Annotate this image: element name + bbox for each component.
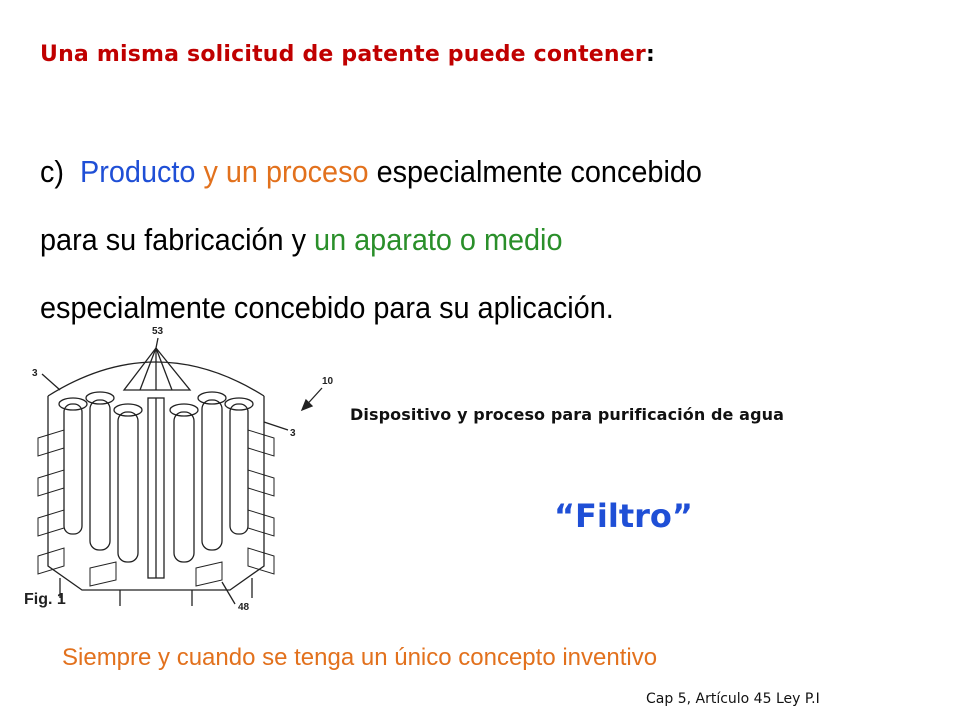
- ref-label-53: 53: [152, 326, 164, 337]
- concept-note: Siempre y cuando se tenga un único conce…: [62, 644, 658, 671]
- paragraph-line-3: especialmente concebido para su aplicaci…: [40, 290, 614, 325]
- term-un-aparato-o-medio: un aparato o medio: [314, 222, 563, 257]
- term-un-proceso: un proceso: [225, 154, 369, 189]
- term-producto: Producto: [80, 154, 196, 189]
- filter-apparatus-drawing: 53 10 3 3 48 Fig. 1: [24, 326, 334, 613]
- item-label: c): [40, 154, 65, 189]
- connector-y: y: [203, 154, 218, 189]
- slide-title: Una misma solicitud de patente puede con…: [40, 42, 655, 67]
- slide-title-colon: :: [645, 42, 655, 67]
- paragraph-line-2: para su fabricación y un aparato o medio: [40, 206, 858, 274]
- slide-title-text: Una misma solicitud de patente puede con…: [40, 42, 646, 67]
- ref-label-48: 48: [238, 602, 250, 613]
- text-para-su-fabricacion: para su fabricación y: [40, 222, 307, 257]
- paragraph-line-1: c) Producto y un proceso especialmente c…: [40, 138, 858, 206]
- ref-label-10: 10: [322, 376, 334, 387]
- patent-figure: 53 10 3 3 48 Fig. 1: [20, 318, 340, 618]
- figure-label: Fig. 1: [24, 591, 66, 608]
- ref-label-3-right: 3: [290, 428, 296, 439]
- text-especialmente-concebido: especialmente concebido: [376, 154, 702, 189]
- item-c-paragraph: c) Producto y un proceso especialmente c…: [40, 138, 858, 342]
- legal-reference-footer: Cap 5, Artículo 45 Ley P.I: [646, 691, 820, 707]
- filtro-heading: “Filtro”: [554, 497, 693, 535]
- ref-label-3-left: 3: [32, 368, 38, 379]
- device-caption: Dispositivo y proceso para purificación …: [350, 405, 785, 424]
